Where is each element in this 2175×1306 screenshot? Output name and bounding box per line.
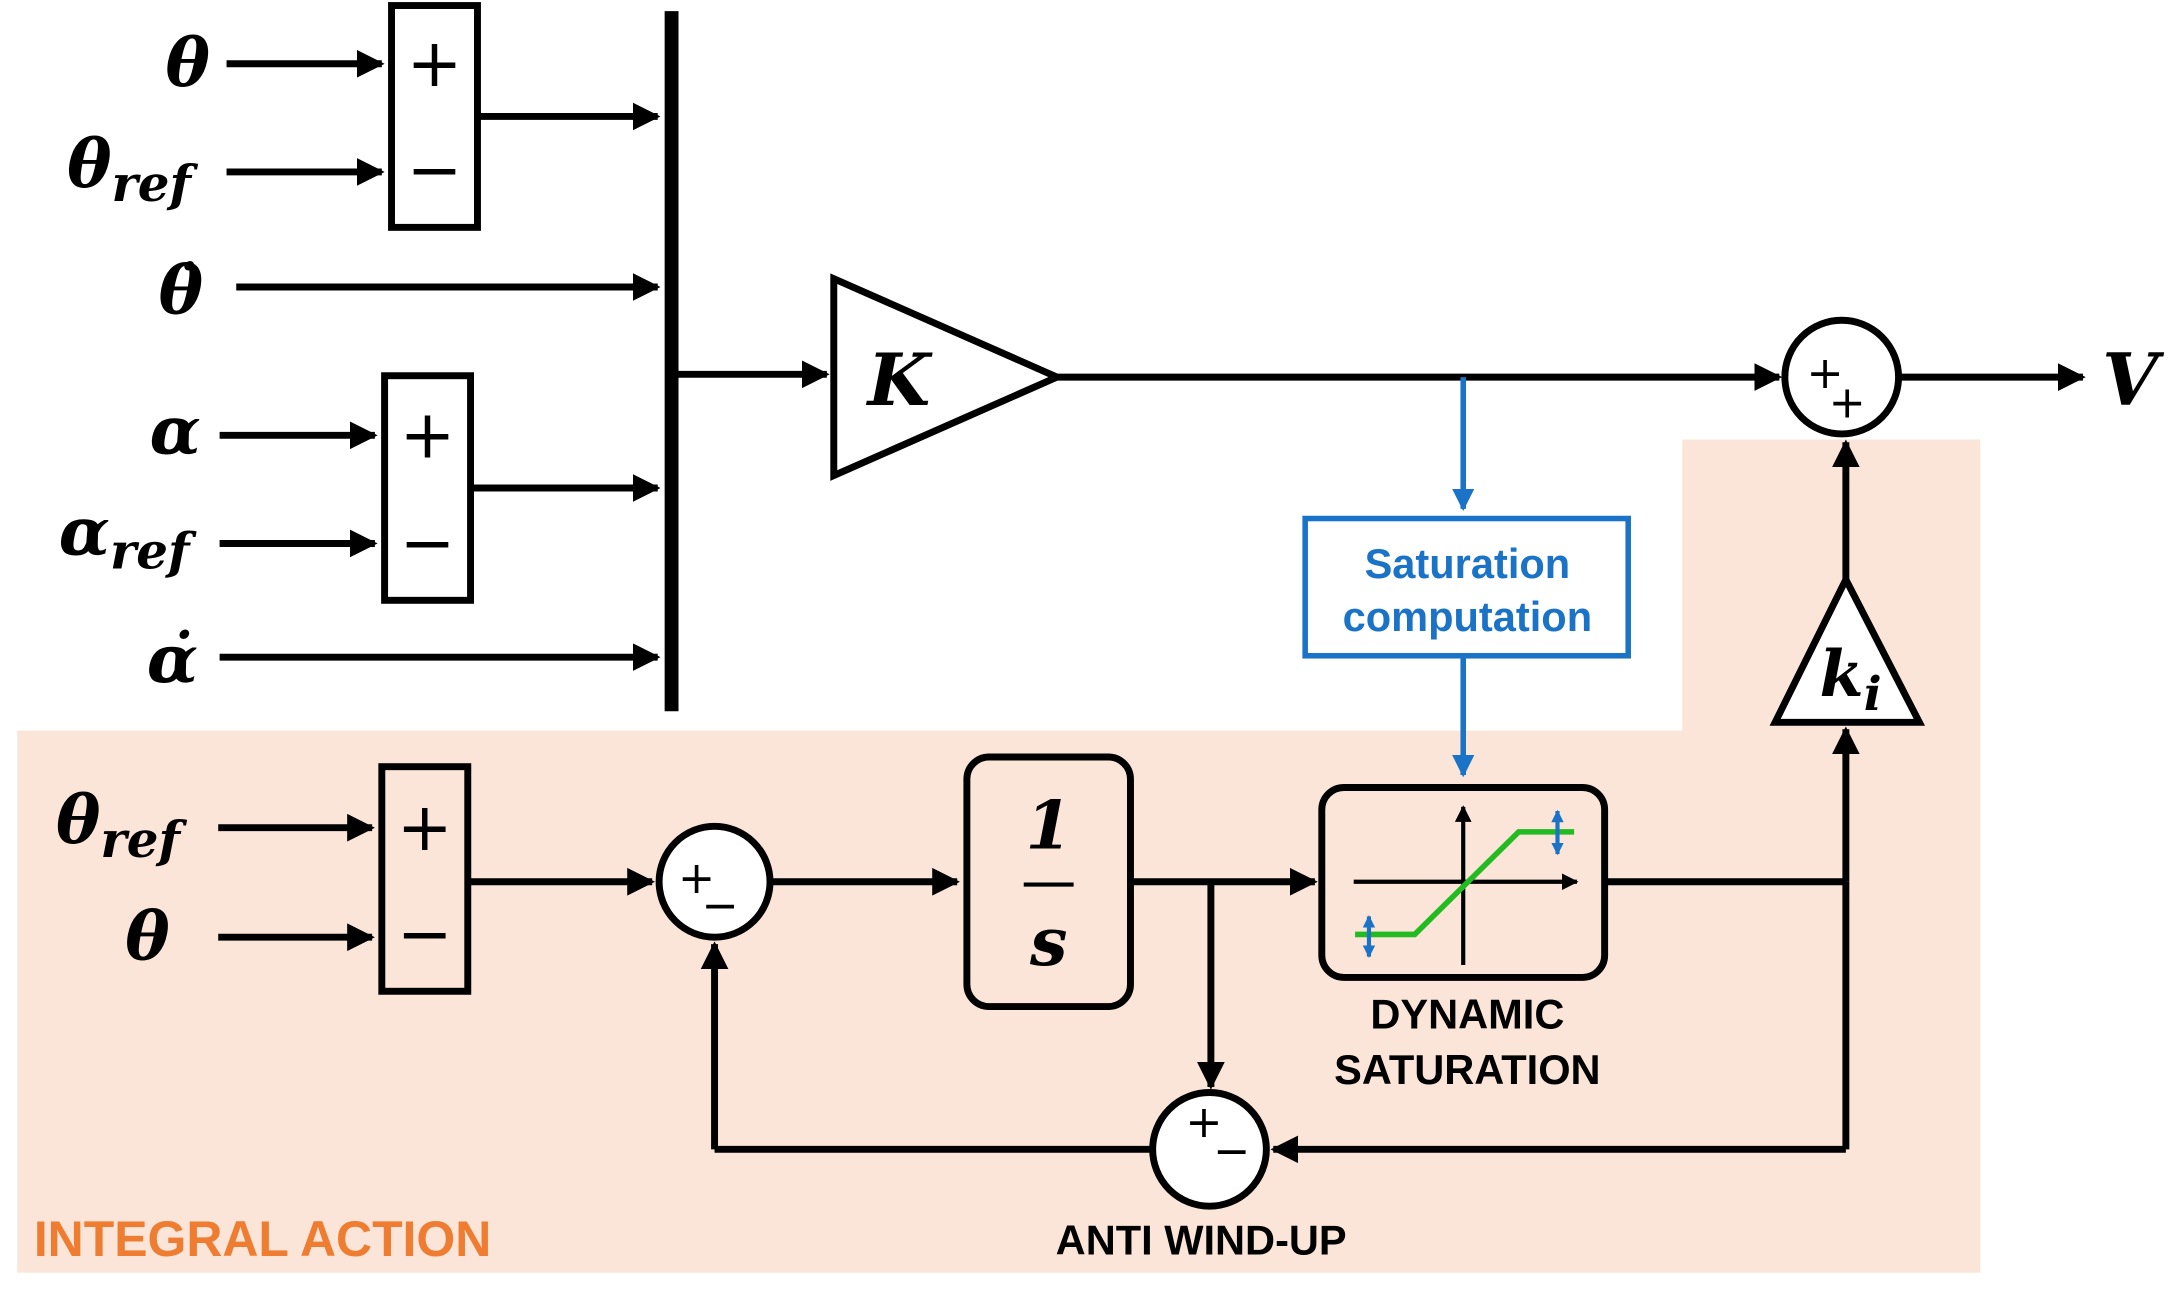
anti-windup-minus: − bbox=[1213, 1126, 1250, 1177]
saturation-computation-box bbox=[1302, 515, 1631, 659]
anti-windup-label: ANTI WIND-UP bbox=[1056, 1217, 1347, 1264]
integral-input-theta: θ bbox=[125, 897, 170, 975]
integrator-denominator: s bbox=[1029, 903, 1067, 981]
input-theta: θ bbox=[166, 24, 211, 102]
input-alpha-dot: α̇ bbox=[147, 620, 198, 698]
input-alpha-ref: αref bbox=[59, 493, 197, 581]
dynamic-saturation-label-1: DYNAMIC bbox=[1370, 991, 1564, 1038]
input-theta-dot: θ̇ bbox=[159, 251, 204, 329]
saturation-computation-line1: Saturation bbox=[1365, 540, 1571, 587]
input-theta-ref: θref bbox=[67, 125, 198, 213]
integral-input-theta-ref: θref bbox=[56, 781, 187, 869]
theta-plus-sign: + bbox=[407, 24, 463, 102]
integral-action-label: INTEGRAL ACTION bbox=[34, 1211, 491, 1267]
output-V: V bbox=[2102, 338, 2165, 423]
gain-ki-triangle bbox=[1769, 571, 1926, 726]
feedback-junction-plus: + bbox=[678, 853, 715, 904]
saturation-computation-section bbox=[1302, 377, 1631, 778]
state-feedback-section bbox=[219, 2, 2086, 712]
anti-windup-plus: + bbox=[1185, 1097, 1222, 1148]
gain-K-triangle bbox=[830, 273, 1066, 481]
input-alpha: α bbox=[150, 391, 201, 469]
alpha-plus-sign: + bbox=[400, 396, 456, 474]
saturation-computation-line2: computation bbox=[1343, 593, 1592, 640]
integral-action-section bbox=[218, 439, 1926, 1210]
integrator-numerator: 1 bbox=[1026, 786, 1072, 864]
gain-K-label: K bbox=[866, 338, 934, 423]
saturation-curve-icon bbox=[1353, 805, 1579, 965]
output-sum-plus-2: + bbox=[1829, 377, 1866, 428]
alpha-minus-sign: − bbox=[400, 504, 456, 582]
integral-plus-sign: + bbox=[397, 788, 453, 866]
dynamic-saturation-label-2: SATURATION bbox=[1334, 1046, 1600, 1093]
output-sum-plus-1: + bbox=[1806, 348, 1843, 399]
feedback-junction-minus: − bbox=[702, 881, 739, 932]
integral-action-region bbox=[17, 439, 1981, 1273]
integral-minus-sign: − bbox=[397, 895, 453, 973]
gain-ki-label: ki bbox=[1820, 637, 1882, 722]
theta-minus-sign: − bbox=[407, 131, 463, 209]
